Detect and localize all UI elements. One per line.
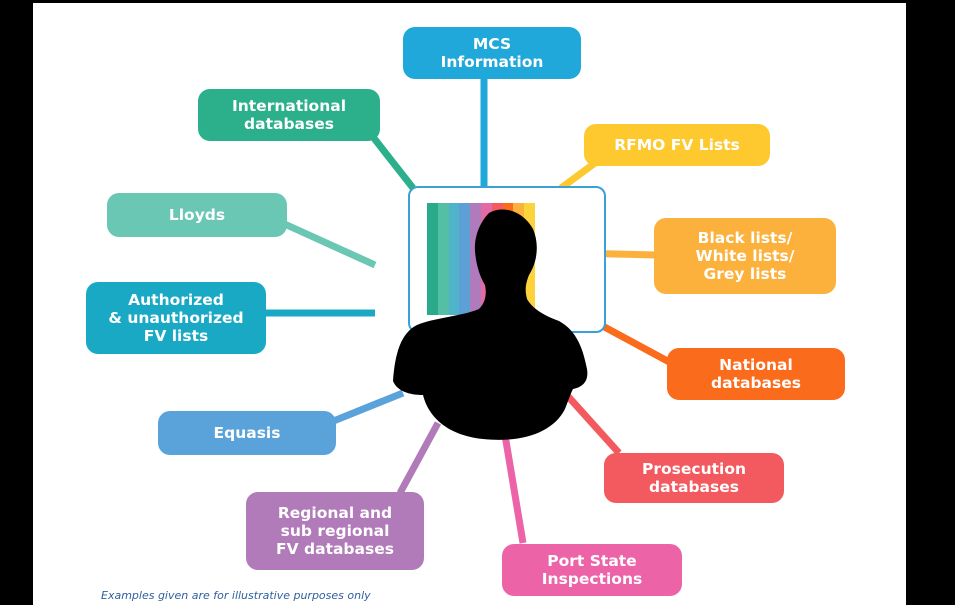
- color-stripe: [459, 203, 471, 315]
- node-international-label: International databases: [231, 97, 347, 133]
- node-international-databases: International databases: [198, 89, 380, 141]
- color-stripe: [427, 203, 438, 315]
- node-regional-sub-regional-fv-databases: Regional and sub regional FV databases: [246, 492, 424, 570]
- node-authorized-unauthorized-fv-lists: Authorized & unauthorized FV lists: [86, 282, 266, 354]
- connector-rfmo: [558, 160, 598, 191]
- node-mcs-information: MCS Information: [403, 27, 581, 79]
- node-lloyds-label: Lloyds: [168, 206, 226, 224]
- node-mcs-label: MCS Information: [440, 35, 544, 71]
- connector-regional: [396, 421, 442, 495]
- node-equasis-label: Equasis: [213, 424, 281, 442]
- node-lloyds: Lloyds: [107, 193, 287, 237]
- node-equasis: Equasis: [158, 411, 336, 455]
- person-silhouette-icon: [393, 209, 588, 440]
- node-black-white-grey-lists: Black lists/ White lists/ Grey lists: [654, 218, 836, 294]
- node-prosecution-label: Prosecution databases: [641, 460, 747, 496]
- diagram-canvas: MCS Information International databases …: [33, 3, 906, 605]
- node-regional-label: Regional and sub regional FV databases: [276, 504, 394, 558]
- color-stripe: [448, 203, 460, 315]
- node-port-state-inspections: Port State Inspections: [502, 544, 682, 596]
- connector-equasis: [329, 389, 405, 426]
- node-national-label: National databases: [711, 356, 801, 392]
- connector-lloyds: [276, 217, 377, 269]
- node-authorized-label: Authorized & unauthorized FV lists: [108, 291, 244, 345]
- color-stripe: [470, 203, 481, 315]
- node-prosecution-databases: Prosecution databases: [604, 453, 784, 503]
- footnote: Examples given are for illustrative purp…: [101, 589, 371, 602]
- node-black-label: Black lists/ White lists/ Grey lists: [695, 229, 795, 283]
- connector-prosecution: [562, 390, 622, 456]
- color-stripe: [437, 203, 449, 315]
- node-national-databases: National databases: [667, 348, 845, 400]
- node-rfmo-label: RFMO FV Lists: [614, 136, 740, 154]
- node-rfmo-fv-lists: RFMO FV Lists: [584, 124, 770, 166]
- node-psi-label: Port State Inspections: [541, 552, 643, 588]
- connector-psi: [499, 422, 527, 544]
